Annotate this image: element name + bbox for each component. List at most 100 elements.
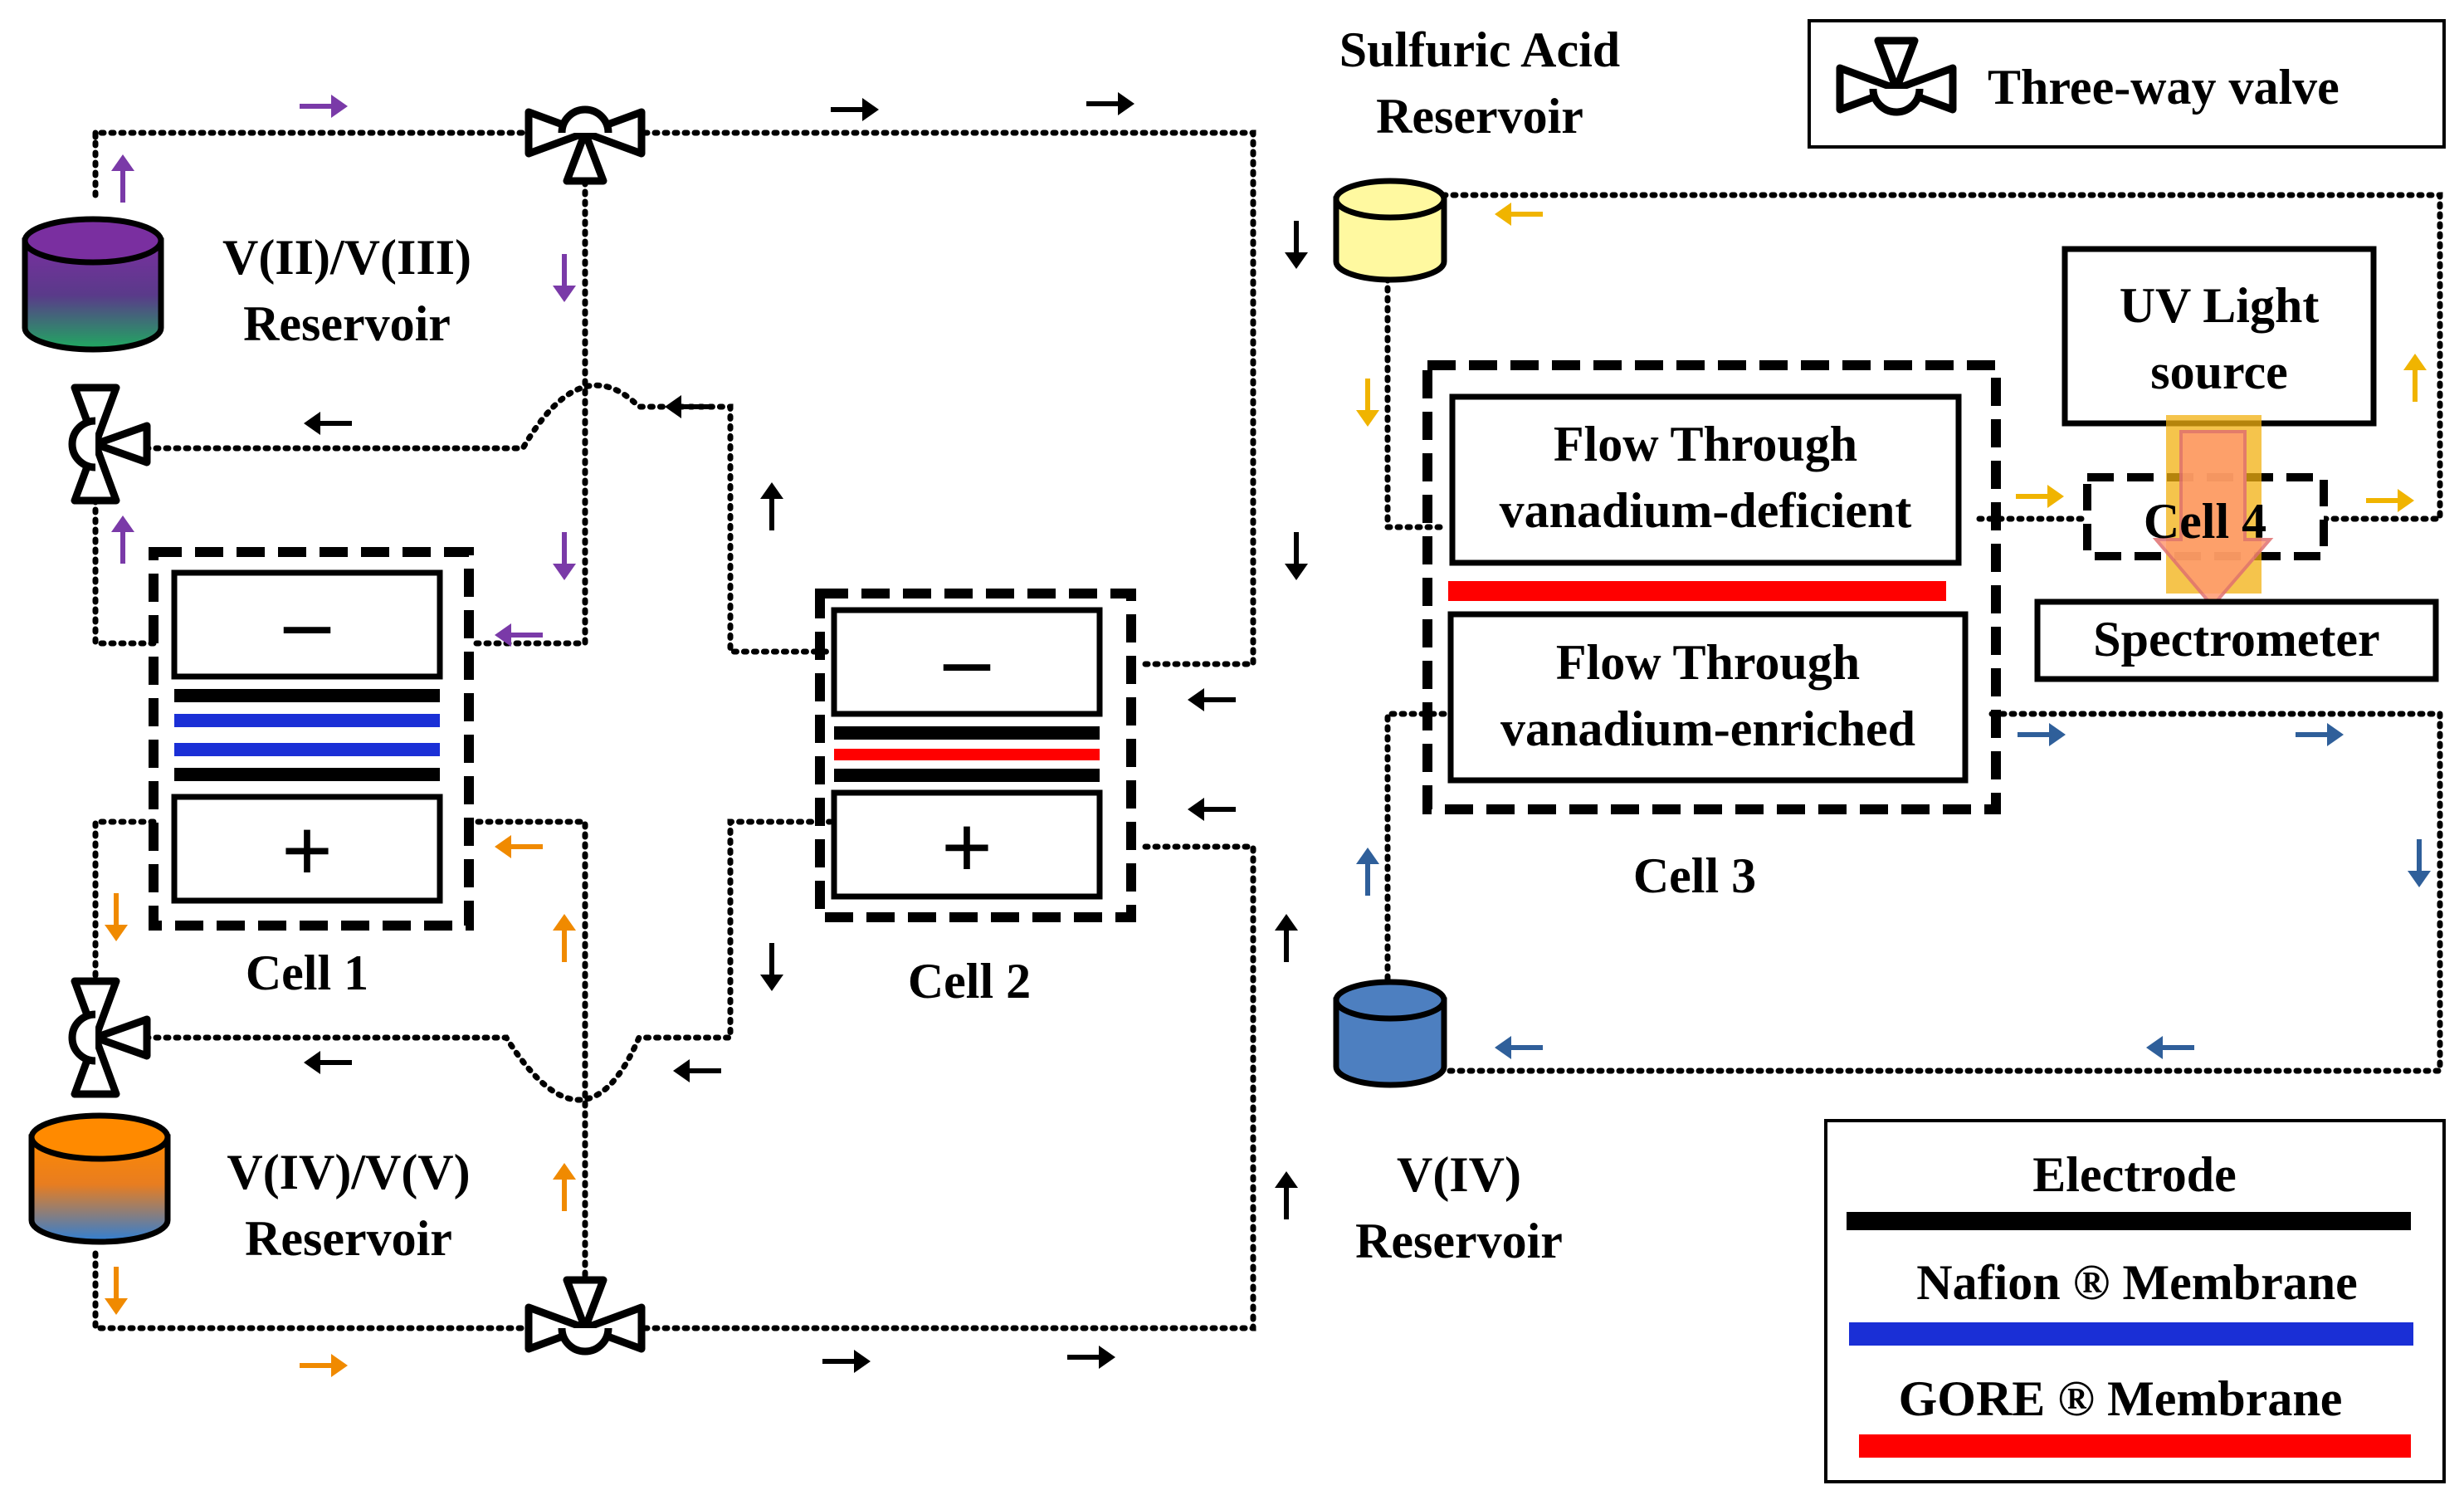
up-arrow-icon xyxy=(760,482,783,530)
reservoir-v2v3-line2: Reservoir xyxy=(243,296,451,351)
legend-valve-label: Three-way valve xyxy=(1988,60,2340,115)
cell2-electrode-line xyxy=(834,769,1100,782)
pipe-bottom-valve-up xyxy=(466,818,588,1298)
cell2-positive-electrode xyxy=(831,789,1103,900)
flow-arrows xyxy=(105,92,2431,1377)
down-arrow-icon xyxy=(553,532,576,580)
right-arrow-icon xyxy=(300,95,348,118)
reservoir-v2v3-line1: V(II)/V(III) xyxy=(222,230,471,285)
down-arrow-icon xyxy=(1285,532,1308,580)
cell1-electrode-line xyxy=(174,768,440,781)
right-arrow-icon xyxy=(300,1354,348,1377)
pipe-mid-lower xyxy=(113,818,833,1103)
reservoir-v4v5: V(IV)/V(V) Reservoir xyxy=(28,1112,471,1266)
legend-nafion-swatch xyxy=(1849,1322,2413,1346)
three-way-valve-icon xyxy=(1836,37,1957,116)
cell2-positive-sign: + xyxy=(941,797,993,898)
legend-nafion-label: Nafion ® Membrane xyxy=(1916,1255,2357,1310)
legend-gore-swatch xyxy=(1859,1434,2411,1458)
right-arrow-icon xyxy=(1067,1346,1115,1369)
reservoir-sulfuric-line1: Sulfuric Acid xyxy=(1339,22,1620,77)
cell2-electrode-line xyxy=(834,726,1100,740)
three-way-valve-icon xyxy=(525,1276,646,1356)
cell4-label: Cell 4 xyxy=(2144,494,2266,549)
cell-3: Flow Through vanadium-deficient Flow Thr… xyxy=(1422,360,2001,903)
pipe-cell3-bottom-out xyxy=(1441,711,2443,1074)
up-arrow-icon xyxy=(1275,914,1298,962)
pipe-v4-up xyxy=(1384,711,1447,1012)
down-arrow-icon xyxy=(105,1267,128,1315)
uv-source-line1: UV Light xyxy=(2120,278,2320,333)
cell2-gore-membrane xyxy=(834,749,1100,760)
left-arrow-icon xyxy=(673,1059,721,1082)
legend-electrode-swatch xyxy=(1847,1212,2411,1230)
cell3-bottom-line1: Flow Through xyxy=(1556,635,1860,690)
cell1-nafion-membrane xyxy=(174,714,440,727)
right-arrow-icon xyxy=(2296,723,2344,746)
left-arrow-icon xyxy=(665,395,713,418)
up-arrow-icon xyxy=(111,154,134,203)
cell1-positive-electrode xyxy=(171,794,443,904)
reservoir-sulfuric-line2: Reservoir xyxy=(1376,89,1583,144)
down-arrow-icon xyxy=(105,893,128,941)
down-arrow-icon xyxy=(1285,221,1308,269)
three-way-valve-icon xyxy=(525,105,646,185)
cell3-gore-membrane xyxy=(1448,581,1946,601)
cell2-negative-sign: – xyxy=(944,608,991,709)
legend-valve: Three-way valve xyxy=(1808,19,2446,149)
down-arrow-icon xyxy=(2408,839,2431,887)
cell3-bottom-line2: vanadium-enriched xyxy=(1500,701,1915,756)
reservoir-v4-line1: V(IV) xyxy=(1397,1147,1521,1202)
right-arrow-icon xyxy=(831,98,879,121)
left-arrow-icon xyxy=(495,835,543,858)
cell-1: – + Cell 1 xyxy=(149,547,474,1000)
pipe-cell1-bottom-left xyxy=(92,818,157,1008)
up-arrow-icon xyxy=(1275,1171,1298,1219)
reservoir-sulfuric: Sulfuric Acid Reservoir xyxy=(1333,22,1620,283)
uv-source-line2: source xyxy=(2150,344,2288,399)
up-arrow-icon xyxy=(1356,848,1379,896)
cell3-label: Cell 3 xyxy=(1633,848,1756,903)
pipe-bottom xyxy=(92,843,1256,1331)
down-arrow-icon xyxy=(1356,379,1379,427)
cell1-positive-sign: + xyxy=(281,800,334,901)
right-arrow-icon xyxy=(2016,485,2064,508)
cell-2: – + Cell 2 xyxy=(815,589,1136,1009)
cell3-top-line2: vanadium-deficient xyxy=(1500,483,1912,538)
cell1-label: Cell 1 xyxy=(246,945,368,1000)
cell2-negative-electrode xyxy=(831,607,1103,717)
three-way-valve-icon xyxy=(68,384,151,505)
pipe-mid-upper xyxy=(113,382,833,655)
uv-beam xyxy=(2152,415,2274,609)
legend-electrode-label: Electrode xyxy=(2032,1147,2236,1202)
left-arrow-icon xyxy=(304,412,352,435)
left-arrow-icon xyxy=(2146,1036,2194,1059)
right-arrow-icon xyxy=(2018,723,2066,746)
legend-gore-label: GORE ® Membrane xyxy=(1899,1371,2343,1426)
right-arrow-icon xyxy=(1086,92,1134,115)
down-arrow-icon xyxy=(553,254,576,302)
cell1-negative-electrode xyxy=(171,569,443,680)
spectrometer: Spectrometer xyxy=(2034,598,2439,682)
three-way-valve-icon xyxy=(68,977,151,1098)
cell1-negative-sign: – xyxy=(284,570,331,672)
reservoir-v2v3: V(II)/V(III) Reservoir xyxy=(22,216,471,353)
left-arrow-icon xyxy=(1188,798,1236,821)
reservoir-v4v5-line2: Reservoir xyxy=(245,1211,452,1266)
cell3-vanadium-deficient-chamber xyxy=(1449,393,1962,566)
cell1-electrode-line xyxy=(174,689,440,702)
left-arrow-icon xyxy=(1495,1036,1543,1059)
reservoir-v4v5-line1: V(IV)/V(V) xyxy=(227,1145,470,1199)
legend-materials: Electrode Nafion ® Membrane GORE ® Membr… xyxy=(1824,1119,2446,1483)
left-arrow-icon xyxy=(1188,688,1236,711)
down-arrow-icon xyxy=(760,943,783,991)
reservoir-v4-line2: Reservoir xyxy=(1355,1214,1563,1268)
up-arrow-icon xyxy=(553,914,576,962)
cell3-top-line1: Flow Through xyxy=(1554,417,1857,471)
cell1-nafion-membrane xyxy=(174,743,440,756)
left-arrow-icon xyxy=(495,623,543,647)
up-arrow-icon xyxy=(553,1163,576,1211)
uv-light-source: UV Light source xyxy=(2061,246,2377,427)
pipe-valve-left-to-cell1 xyxy=(92,486,157,647)
